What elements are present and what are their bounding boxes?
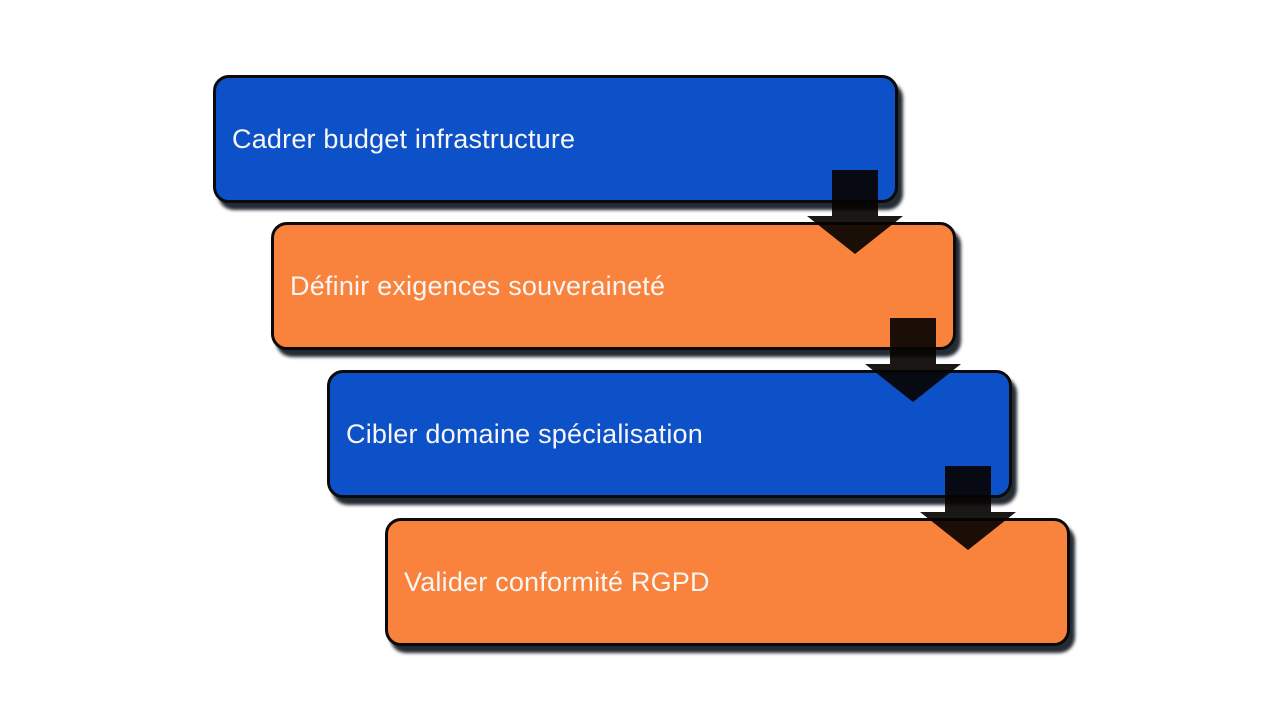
step-label-4: Valider conformité RGPD: [404, 566, 710, 597]
step-label-3: Cibler domaine spécialisation: [346, 418, 703, 449]
step-box-1: Cadrer budget infrastructure: [213, 75, 898, 203]
down-arrow-icon-3: [920, 466, 1016, 550]
down-arrow-icon-1: [807, 170, 903, 254]
step-label-2: Définir exigences souveraineté: [290, 270, 666, 301]
step-label-1: Cadrer budget infrastructure: [232, 123, 576, 154]
step-box-3: Cibler domaine spécialisation: [327, 370, 1012, 498]
down-arrow-icon-2: [865, 318, 961, 402]
